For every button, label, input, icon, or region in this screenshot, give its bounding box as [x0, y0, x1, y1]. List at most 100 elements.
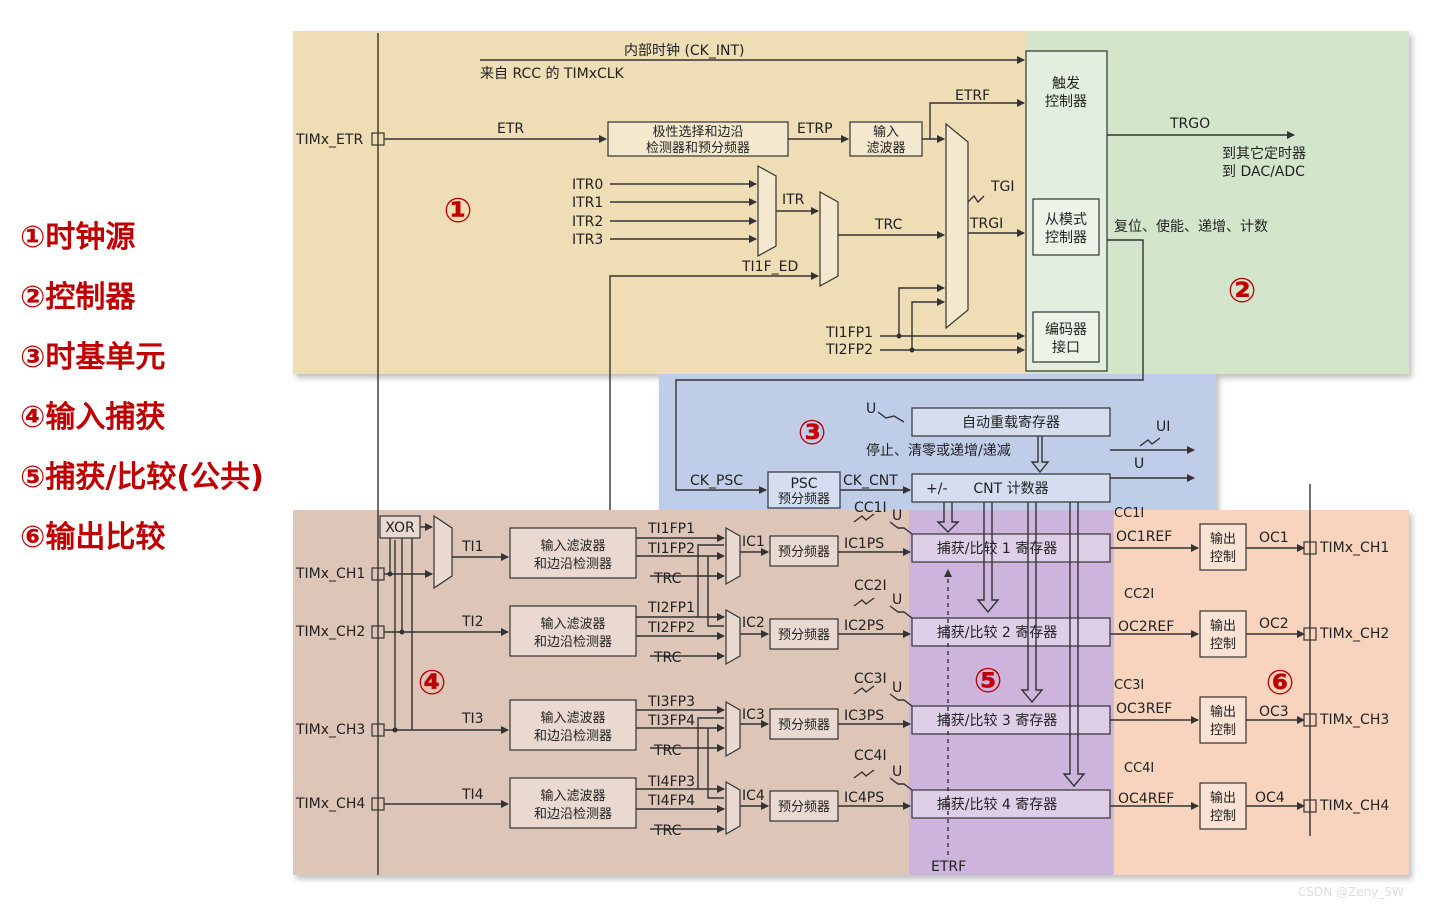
etrf-label: ETRF — [955, 88, 990, 104]
ic2-label: IC2 — [742, 615, 765, 631]
regions — [293, 31, 1409, 875]
auto-reload-register — [911, 407, 1111, 437]
stop-clear-label: 停止、清零或递增/递减 — [866, 442, 1011, 459]
etrp-label: ETRP — [797, 121, 833, 137]
oc3-pin — [1303, 713, 1317, 727]
trc1-label: TRC — [653, 571, 682, 587]
input-channel-1: TIMx_CH1 TI1 输入滤波器 和边沿检测器 TI1FP1 TI1FP2 … — [295, 521, 911, 587]
ti4-label: TI4 — [461, 787, 484, 803]
input-filter-label-1: 输入 — [873, 124, 899, 140]
ch3-pin-label: TIMx_CH3 — [295, 722, 365, 738]
ti1f-ed-label: TI1F_ED — [741, 259, 798, 275]
cc4i-label: CC4I — [854, 748, 887, 764]
slave-mode-box — [1032, 198, 1100, 256]
oc1-cci-label: CC1I — [1114, 506, 1144, 521]
oc2-cci-label: CC2I — [1124, 587, 1154, 602]
etr-pin-label: TIMx_ETR — [295, 132, 363, 148]
ti2-label: TI2 — [461, 614, 484, 630]
ti2fp2-out-label: TI2FP2 — [647, 620, 695, 636]
oc1-label: OC1 — [1259, 530, 1289, 546]
ch2-pin-label: TIMx_CH2 — [295, 624, 365, 640]
ch3-pin — [371, 723, 385, 737]
ti1fp1-label: TI1FP1 — [825, 325, 873, 341]
oc3-ctrl-label-1: 输出 — [1210, 704, 1236, 720]
xor-label: XOR — [385, 520, 415, 536]
region-number-4: ④ — [418, 663, 447, 703]
cc2i-symbol — [853, 597, 875, 607]
arr-label: 自动重载寄存器 — [962, 414, 1060, 431]
oc4-label: OC4 — [1255, 790, 1285, 806]
ic4-mux — [725, 780, 741, 836]
trc-label: TRC — [874, 217, 903, 233]
cross-link-2 — [707, 556, 724, 627]
ti1fp1-out-label: TI1FP1 — [647, 521, 695, 537]
trc2-label: TRC — [653, 650, 682, 666]
cnt-ccr-arrow-3 — [1020, 502, 1044, 704]
to-timers-label: 到其它定时器 — [1222, 145, 1306, 162]
reset-enable-label: 复位、使能、递增、计数 — [1114, 218, 1268, 235]
ch1-filter-label-2: 和边沿检测器 — [534, 557, 612, 572]
oc2-ctrl-label-1: 输出 — [1210, 618, 1236, 634]
oc3-label: OC3 — [1259, 704, 1289, 720]
ti2fp2-to-mux — [911, 298, 945, 350]
oc4-control-box — [1199, 782, 1247, 830]
trigger-label-2: 控制器 — [1045, 94, 1087, 110]
ccr2-register — [911, 617, 1111, 647]
watermark: CSDN @Zeny_SW — [1298, 885, 1404, 899]
cc4i-symbol — [853, 769, 875, 779]
oc3-ctrl-label-2: 控制 — [1210, 723, 1236, 738]
ti1fp1-to-mux — [898, 284, 945, 336]
cc1i-label: CC1I — [854, 500, 887, 516]
input-channel-4: TIMx_CH4 TI4 输入滤波器 和边沿检测器 TI4FP3 TI4FP4 … — [295, 774, 911, 839]
tgi-label: TGI — [990, 179, 1015, 195]
cnt-ccr-arrow-1 — [936, 502, 960, 533]
input-filter-label-2: 滤波器 — [866, 141, 905, 156]
arr-u-symbol — [877, 411, 905, 423]
cc3i-label: CC3I — [854, 671, 887, 687]
oc1-control-box — [1199, 523, 1247, 571]
cc1i-symbol — [853, 513, 875, 523]
polarity-label-1: 极性选择和边沿 — [652, 125, 743, 140]
trgi-mux — [945, 122, 969, 330]
trigger-controller-box — [1025, 50, 1108, 372]
etrf-line — [929, 99, 1025, 139]
trgo-label: TRGO — [1169, 116, 1210, 132]
region-number-6: ⑥ — [1266, 663, 1295, 703]
legend-item-output-compare: ⑥输出比较 — [20, 520, 166, 555]
cc3i-symbol — [853, 685, 875, 695]
ccr1-label: 捕获/比较 1 寄存器 — [937, 540, 1058, 557]
oc4-pin-label: TIMx_CH4 — [1319, 798, 1389, 814]
region-output-compare — [1114, 510, 1409, 875]
oc4ref-label: OC4REF — [1118, 791, 1174, 807]
ch4-pin-label: TIMx_CH4 — [295, 796, 365, 812]
oc2-control-box — [1199, 610, 1247, 658]
tgi-symbol — [967, 194, 985, 204]
ch2-pin — [371, 625, 385, 639]
ccr-row-4: CC4I U 捕获/比较 4 寄存器 — [853, 748, 1111, 819]
oc4-ctrl-label-1: 输出 — [1210, 790, 1236, 806]
trigger-label-1: 触发 — [1052, 76, 1080, 92]
ccr2-label: 捕获/比较 2 寄存器 — [937, 624, 1058, 641]
oc2-pin — [1303, 627, 1317, 641]
oc3-control-box — [1199, 696, 1247, 744]
ic1ps-label: IC1PS — [844, 536, 884, 552]
cnt-counter-box — [911, 473, 1111, 503]
cnt-ccr-arrow-4 — [1062, 502, 1086, 788]
ti3fp3-out-label: TI3FP3 — [647, 694, 695, 710]
oc1-pin — [1303, 541, 1317, 555]
ic3-label: IC3 — [742, 707, 765, 723]
output-channel-1: CC1I OC1REF 输出 控制 OC1 TIMx_CH1 — [1110, 506, 1389, 571]
cross-link-1 — [697, 544, 724, 617]
arr-u-label: U — [866, 401, 876, 417]
encoder-box — [1032, 311, 1100, 363]
ccr4-u-symbol — [889, 777, 913, 791]
psc-label: PSC — [790, 476, 817, 492]
oc4-pin — [1303, 799, 1317, 813]
ic4-label: IC4 — [742, 788, 765, 804]
trgi-label: TRGI — [969, 216, 1003, 232]
oc1ref-label: OC1REF — [1116, 529, 1172, 545]
input-channel-3: TIMx_CH3 TI3 输入滤波器 和边沿检测器 TI3FP3 TI3FP4 … — [295, 694, 911, 759]
output-channel-4: CC4I OC4REF 输出 控制 OC4 TIMx_CH4 — [1110, 761, 1389, 830]
arr-to-cnt-arrow — [1030, 436, 1050, 474]
